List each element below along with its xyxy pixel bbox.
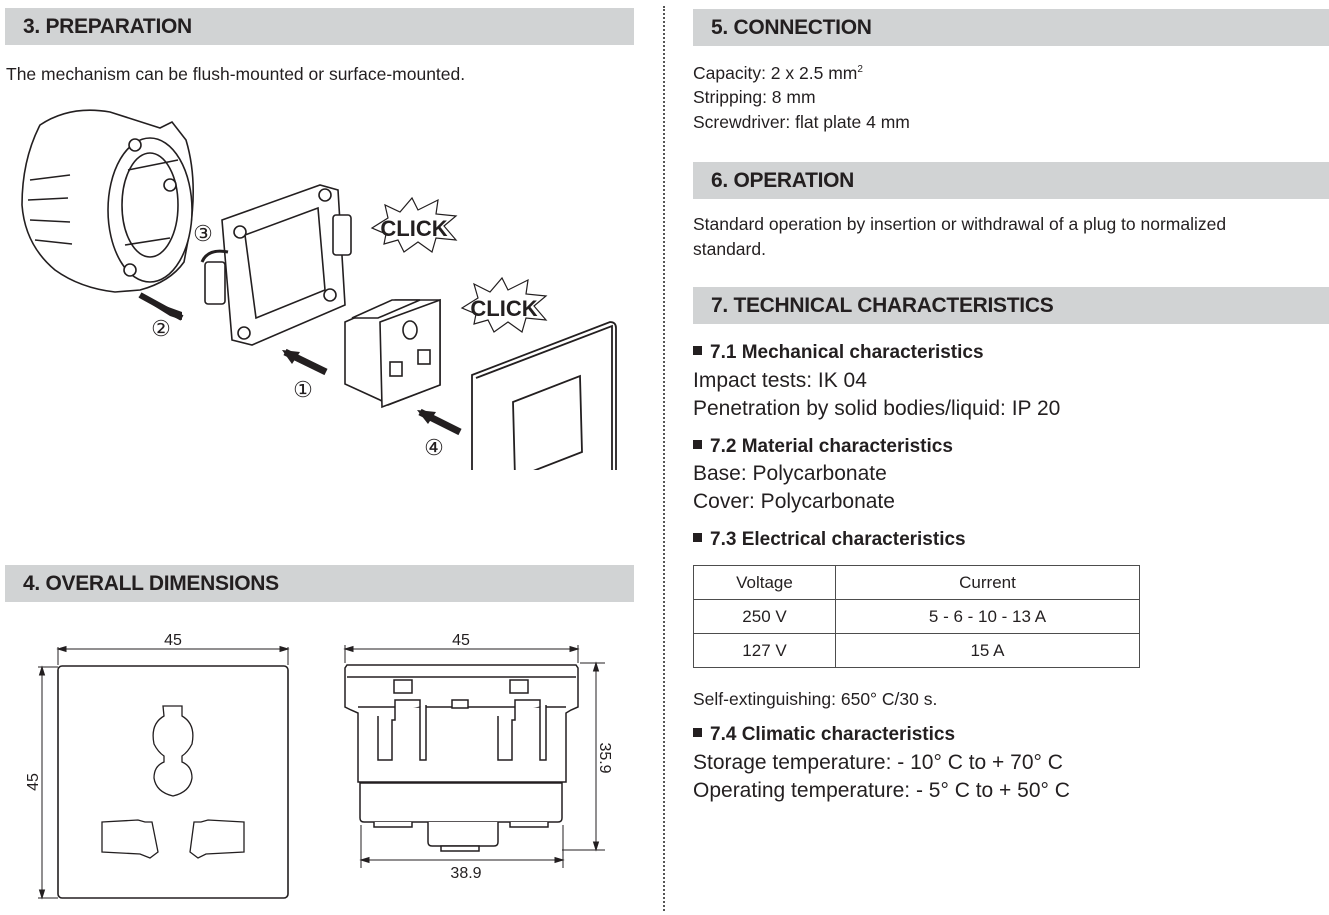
wall-box-drawing [21,109,194,293]
mechanical-title: 7.1 Mechanical characteristics [710,342,984,363]
connection-stripping: Stripping: 8 mm [693,87,816,107]
table-cell: 127 V [693,633,836,668]
side-base-width-label: 38.9 [450,865,481,882]
section-heading-preparation: 3. PREPARATION [5,8,634,45]
right-column: 5. CONNECTION Capacity: 2 x 2.5 mm2 Stri… [680,0,1329,915]
left-column: 3. PREPARATION The mechanism can be flus… [0,0,640,915]
front-width-label: 45 [164,632,182,649]
subheading-electrical: 7.3 Electrical characteristics [693,528,966,552]
operation-text-line2: standard. [693,239,766,259]
rotate-arrow-icon [200,249,229,263]
table-cell: 250 V [693,599,836,634]
mechanism-side-outline [344,664,579,852]
support-frame-drawing [204,184,352,346]
section-heading-dimensions: 4. OVERALL DIMENSIONS [5,565,634,602]
mounting-illustration: CLICK CLICK ① ② ③ ④ [21,109,617,470]
table-row: 250 V 5 - 6 - 10 - 13 A [693,599,1140,634]
bullet-square-icon [693,346,702,356]
side-depth-label: 35.9 [596,742,613,773]
table-header-row: Voltage Current [693,565,1140,600]
operation-text-line1: Standard operation by insertion or withd… [693,214,1227,234]
subheading-material: 7.2 Material characteristics [693,435,953,459]
socket-holes-drawing [101,705,245,859]
table-header-cell: Current [835,565,1140,600]
electrical-table: Voltage Current 250 V 5 - 6 - 10 - 13 A … [693,565,1140,668]
click-label: CLICK [470,296,537,321]
table-cell: 5 - 6 - 10 - 13 A [835,599,1140,634]
self-extinguishing: Self-extinguishing: 650° C/30 s. [693,689,938,709]
step-label-2: ② [151,316,171,341]
cover-plate-drawing [471,321,617,470]
socket-mechanism-drawing [344,298,441,409]
bullet-square-icon [693,533,702,543]
table-cell: 15 A [835,633,1140,668]
mechanical-impact: Impact tests: IK 04 [693,369,867,392]
side-view-dimension-drawing: 45 35.9 38.9 [343,632,613,882]
step-label-4: ④ [424,435,444,460]
connection-screwdriver: Screwdriver: flat plate 4 mm [693,112,910,132]
material-title: 7.2 Material characteristics [710,436,953,457]
climatic-title: 7.4 Climatic characteristics [710,724,956,745]
step-label-3: ③ [193,221,213,246]
table-row: 127 V 15 A [693,633,1140,668]
click-burst-2: CLICK [460,276,548,333]
bullet-square-icon [693,440,702,450]
climatic-storage: Storage temperature: - 10° C to + 70° C [693,751,1063,774]
column-divider [663,6,665,911]
subheading-mechanical: 7.1 Mechanical characteristics [693,341,984,365]
electrical-title: 7.3 Electrical characteristics [710,529,966,550]
preparation-text: The mechanism can be flush-mounted or su… [6,64,466,84]
mechanical-penetration: Penetration by solid bodies/liquid: IP 2… [693,397,1061,420]
step-label-1: ① [293,377,313,402]
side-width-label: 45 [452,632,470,649]
material-cover: Cover: Polycarbonate [693,490,895,513]
click-label: CLICK [380,216,447,241]
click-burst-1: CLICK [370,196,458,253]
section-heading-connection: 5. CONNECTION [693,9,1329,46]
connection-capacity: Capacity: 2 x 2.5 mm2 [693,61,863,85]
bullet-square-icon [693,728,702,738]
table-header-cell: Voltage [693,565,836,600]
subheading-climatic: 7.4 Climatic characteristics [693,723,955,747]
material-base: Base: Polycarbonate [693,462,887,485]
capacity-superscript: 2 [857,64,863,76]
climatic-operating: Operating temperature: - 5° C to + 50° C [693,779,1070,802]
front-height-label: 45 [25,773,42,791]
section-heading-technical: 7. TECHNICAL CHARACTERISTICS [693,287,1329,324]
capacity-text: Capacity: 2 x 2.5 mm [693,63,858,83]
section-heading-operation: 6. OPERATION [693,162,1329,199]
front-view-dimension-drawing: 45 45 [25,632,290,900]
